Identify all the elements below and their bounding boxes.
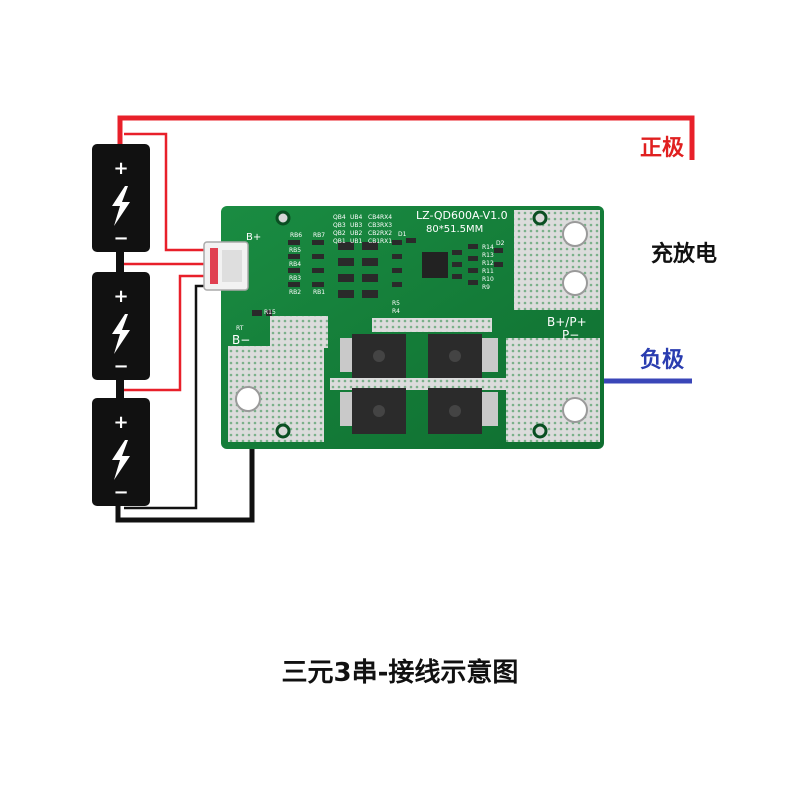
- negative-black-wire: [115, 404, 255, 523]
- component-designator: R9: [482, 284, 490, 291]
- b-plus-p-plus-silk: B+/P+: [547, 315, 587, 329]
- mosfet: [340, 334, 406, 378]
- mounting-hole: [275, 210, 291, 226]
- component-designator: CB2: [368, 230, 380, 237]
- component-designator: RX1: [380, 238, 392, 245]
- battery-plus-sign: +: [113, 286, 128, 307]
- center-pad-top: [372, 318, 492, 332]
- b-plus-terminal-hole: [562, 221, 588, 247]
- mounting-hole: [532, 210, 548, 226]
- component-designator: D2: [496, 240, 505, 247]
- component-designator: RT: [236, 325, 244, 332]
- mosfet-array: [340, 334, 498, 434]
- mosfet: [428, 334, 498, 378]
- board-model: LZ-QD600A-V1.0: [416, 209, 508, 222]
- component-designator: RB6: [290, 232, 302, 239]
- positive-wire: [117, 115, 695, 160]
- b-minus-pad-upper: [270, 316, 328, 348]
- component-designator: RB3: [289, 275, 301, 282]
- component-designator: RB4: [289, 261, 301, 268]
- bms-board: LZ-QD600A-V1.0 80*51.5MM B+ B− B+/P+ P− …: [203, 206, 604, 449]
- battery-3: + −: [92, 398, 150, 506]
- component-designator: QB3: [333, 222, 346, 229]
- battery-minus-sign: −: [113, 482, 128, 503]
- battery-1: + −: [92, 144, 150, 252]
- component-designator: D1: [398, 231, 407, 238]
- battery-link-2: [116, 380, 124, 402]
- component-designator: CB1: [368, 238, 380, 245]
- component-designator: R12: [482, 260, 494, 267]
- component-designator: R11: [482, 268, 494, 275]
- battery-plus-sign: +: [113, 412, 128, 433]
- component-designator: UB3: [350, 222, 363, 229]
- p-minus-terminal-hole: [562, 397, 588, 423]
- silkscreen: LZ-QD600A-V1.0 80*51.5MM B+ B− B+/P+ P− …: [232, 209, 587, 347]
- component-designator: R14: [482, 244, 494, 251]
- mosfet: [340, 388, 406, 434]
- component-designator: UB4: [350, 214, 363, 221]
- component-designator: QB4: [333, 214, 346, 221]
- lightning-icon: [112, 440, 130, 480]
- negative-label: 负极: [640, 348, 685, 373]
- balance-wire-1: [124, 132, 204, 252]
- b-plus-silk: B+: [246, 232, 261, 243]
- mosfet: [428, 388, 498, 434]
- board-size: 80*51.5MM: [426, 224, 483, 235]
- balance-wire-3: [124, 274, 204, 392]
- component-designator: RX3: [380, 222, 392, 229]
- lightning-icon: [112, 314, 130, 354]
- component-designator: QB2: [333, 230, 346, 237]
- positive-label: 正极: [640, 136, 685, 161]
- component-designator: R10: [482, 276, 494, 283]
- component-designator: RX4: [380, 214, 392, 221]
- component-designator: RB5: [289, 247, 301, 254]
- connector-housing: [222, 250, 242, 282]
- p-minus-silk: P−: [562, 328, 579, 342]
- component-designator: RB7: [313, 232, 325, 239]
- component-designator: RX2: [380, 230, 392, 237]
- component-designator: CB3: [368, 222, 380, 229]
- charge-discharge-label: 充放电: [651, 242, 718, 267]
- component-designator: R15: [264, 309, 276, 316]
- component-designator: UB1: [350, 238, 363, 245]
- component-designator: QB1: [333, 238, 346, 245]
- battery-link-1: [116, 252, 124, 274]
- component-designator: CB4: [368, 214, 380, 221]
- mounting-hole: [532, 423, 548, 439]
- battery-minus-sign: −: [113, 356, 128, 377]
- mounting-hole: [275, 423, 291, 439]
- component-designator: R4: [392, 308, 400, 315]
- b-minus-terminal-hole: [235, 386, 261, 412]
- lightning-icon: [112, 186, 130, 226]
- battery-minus-sign: −: [113, 228, 128, 249]
- control-ic: [422, 252, 448, 278]
- b-minus-silk: B−: [232, 333, 250, 347]
- connector-wire-stub: [210, 248, 218, 284]
- b-plus-terminal-hole: [562, 270, 588, 296]
- p-minus-pad: [506, 338, 600, 442]
- diagram-title: 三元3串-接线示意图: [281, 658, 519, 688]
- b-plus-p-plus-pad: [514, 210, 600, 310]
- battery-plus-sign: +: [113, 158, 128, 179]
- center-pad-mid: [330, 378, 506, 390]
- battery-stack: + − + − + −: [92, 144, 150, 506]
- battery-2: + −: [92, 272, 150, 380]
- smd-components: [252, 238, 503, 316]
- component-designator: R13: [482, 252, 494, 259]
- component-designator: RB2: [289, 289, 301, 296]
- component-designator: UB2: [350, 230, 363, 237]
- component-designator: R5: [392, 300, 400, 307]
- component-designator: RB1: [313, 289, 325, 296]
